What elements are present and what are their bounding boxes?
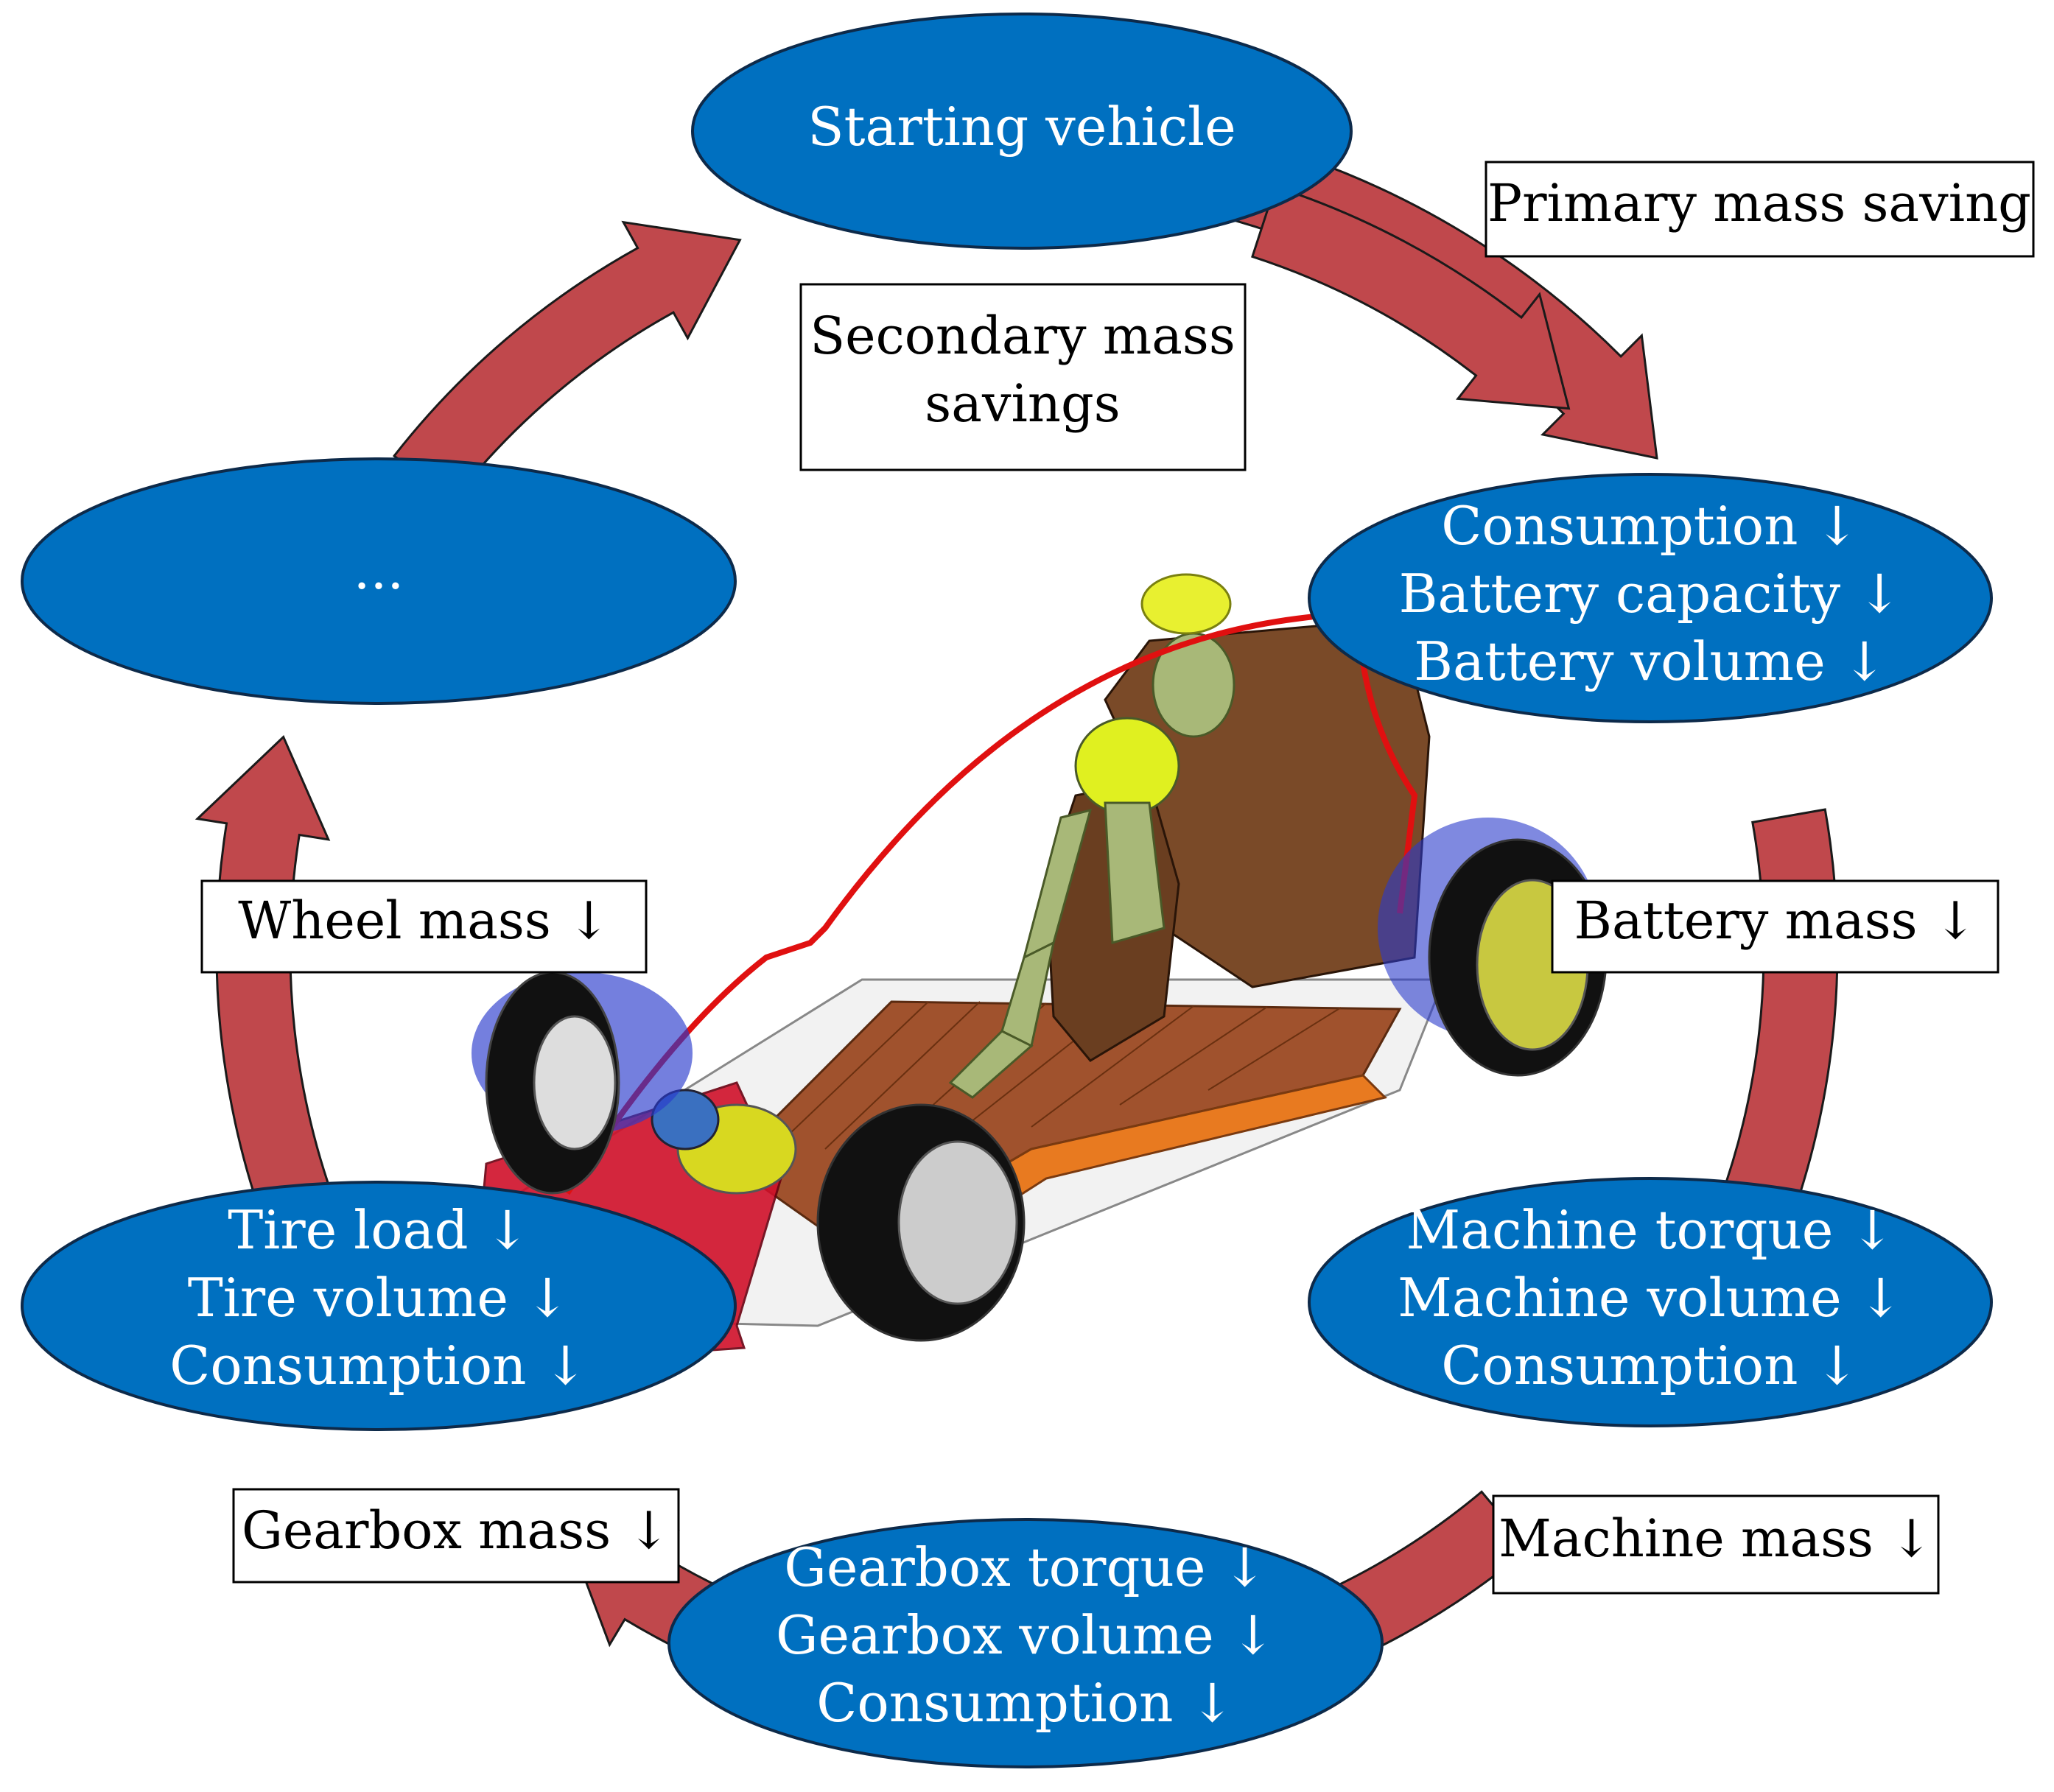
ellipse-battery: Consumption ↓ Battery capacity ↓ Battery… — [1308, 473, 1993, 723]
ellipse-battery-line-3: Battery volume ↓ — [1414, 630, 1887, 692]
ellipse-tire-line-2: Tire volume ↓ — [188, 1267, 569, 1329]
ellipse-more-text: ... — [354, 539, 404, 601]
box-primary-text: Primary mass saving — [1487, 173, 2031, 233]
ellipse-gearbox-line-3: Consumption ↓ — [816, 1672, 1234, 1734]
vehicle-chassis-illustration — [470, 573, 1608, 1364]
arrow-secondary-to-battery — [1251, 185, 1571, 410]
box-gearbox-mass: Gearbox mass ↓ — [232, 1488, 680, 1584]
box-secondary-line-1: Secondary mass — [810, 306, 1235, 366]
ellipse-tire-line-3: Consumption ↓ — [169, 1335, 587, 1396]
arrow-more-to-secondary — [392, 220, 742, 503]
box-machine-mass: Machine mass ↓ — [1492, 1494, 1940, 1595]
box-wheel-mass: Wheel mass ↓ — [200, 879, 648, 974]
ellipse-gearbox-line-1: Gearbox torque ↓ — [784, 1536, 1266, 1598]
box-primary-mass-saving: Primary mass saving — [1485, 161, 2035, 258]
box-secondary-mass-savings: Secondary mass savings — [799, 283, 1247, 471]
ellipse-machine-line-3: Consumption ↓ — [1441, 1335, 1859, 1396]
ellipse-more: ... — [21, 457, 737, 705]
ellipse-machine-line-1: Machine torque ↓ — [1406, 1199, 1894, 1261]
gearbox-unit — [651, 1089, 720, 1150]
box-gearbox-mass-text: Gearbox mass ↓ — [242, 1500, 670, 1561]
ellipse-tire-line-1: Tire load ↓ — [228, 1199, 530, 1261]
ellipse-gearbox: Gearbox torque ↓ Gearbox volume ↓ Consum… — [667, 1518, 1384, 1768]
box-battery-mass-text: Battery mass ↓ — [1574, 890, 1977, 951]
front-left-wheel — [472, 971, 693, 1195]
ellipse-machine: Machine torque ↓ Machine volume ↓ Consum… — [1308, 1177, 1993, 1427]
ellipse-battery-line-2: Battery capacity ↓ — [1399, 563, 1902, 625]
ellipse-battery-line-1: Consumption ↓ — [1441, 495, 1859, 557]
ellipse-machine-line-2: Machine volume ↓ — [1398, 1267, 1903, 1329]
front-right-wheel — [816, 1103, 1026, 1342]
box-secondary-line-2: savings — [925, 373, 1120, 434]
ellipse-starting-vehicle: Starting vehicle — [691, 13, 1353, 250]
box-battery-mass: Battery mass ↓ — [1551, 879, 1999, 974]
box-wheel-mass-text: Wheel mass ↓ — [238, 890, 610, 951]
ellipse-gearbox-line-2: Gearbox volume ↓ — [776, 1604, 1275, 1666]
ellipse-tire: Tire load ↓ Tire volume ↓ Consumption ↓ — [21, 1181, 737, 1431]
crash-dummy — [948, 632, 1235, 1099]
ellipse-starting-text: Starting vehicle — [807, 96, 1236, 158]
rear-dummy-head — [1140, 573, 1232, 635]
box-machine-mass-text: Machine mass ↓ — [1499, 1508, 1933, 1569]
